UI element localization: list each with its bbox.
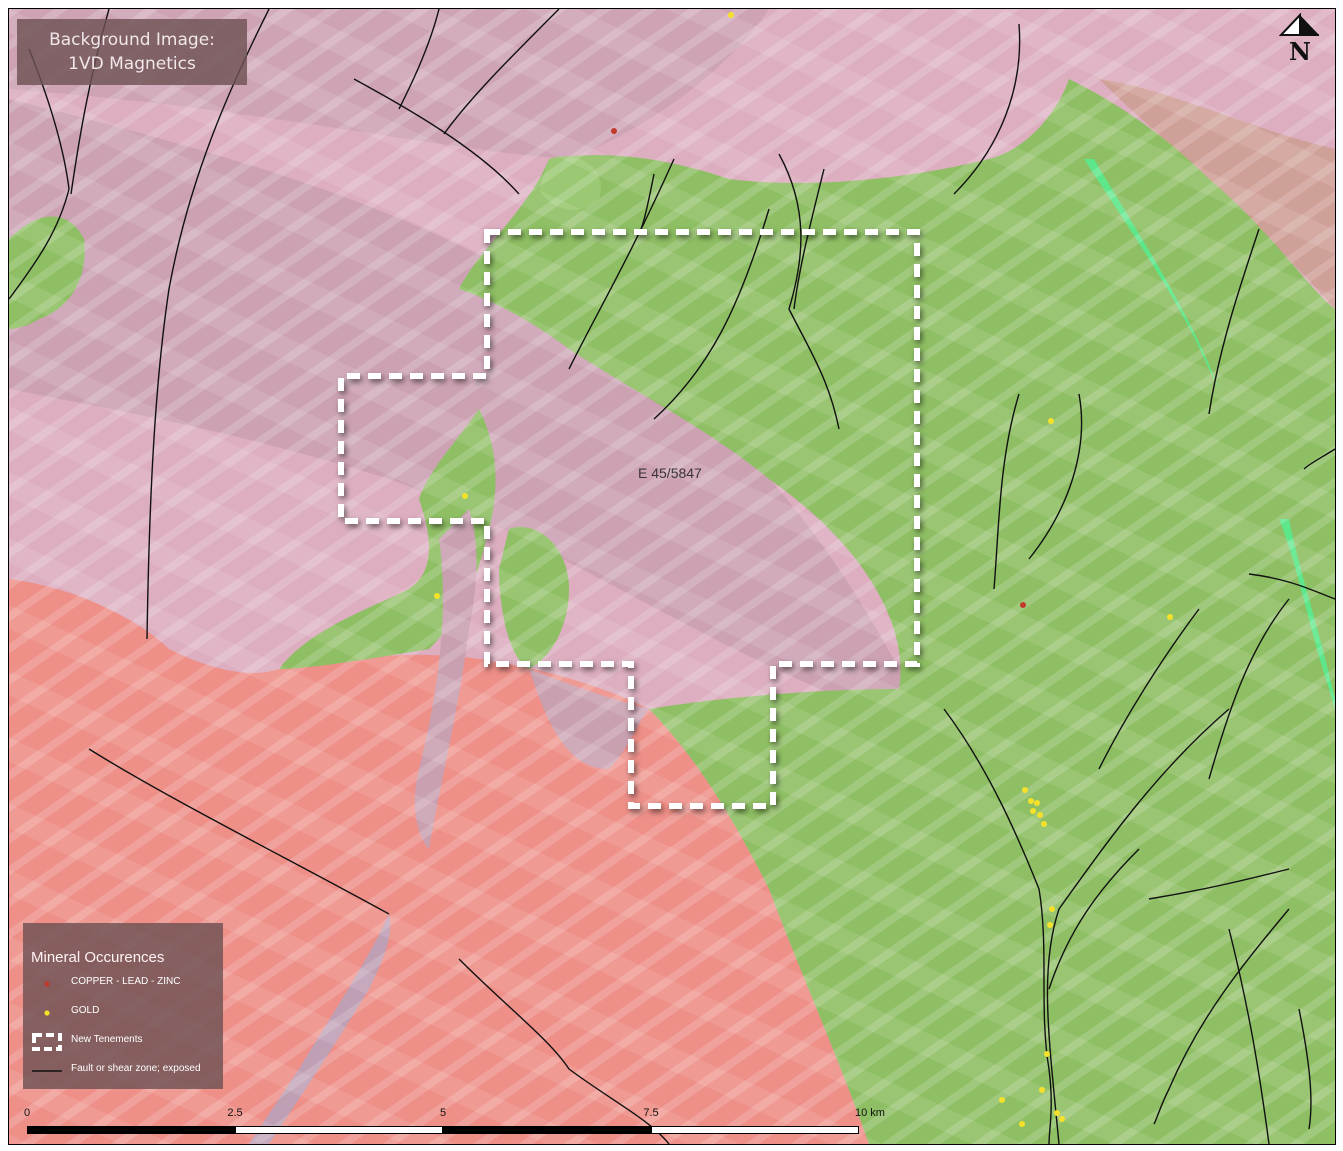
gold-occurrence	[1047, 922, 1053, 928]
gold-occurrence	[1059, 1116, 1065, 1122]
north-letter: N	[1289, 37, 1311, 66]
fault-line	[1208, 598, 1290, 780]
scale-segment	[443, 1126, 651, 1134]
legend-item-fault: Fault or shear zone; exposed	[31, 1062, 221, 1080]
fault-line	[653, 208, 770, 420]
legend-label: New Tenements	[71, 1034, 143, 1045]
background-label-line1: Background Image:	[49, 30, 215, 50]
gold-occurrence	[999, 1097, 1005, 1103]
fault-line	[88, 748, 390, 915]
fault-line	[1208, 228, 1260, 415]
fault-line	[1028, 393, 1083, 560]
gold-occurrence	[462, 493, 468, 499]
fault-line	[1303, 448, 1335, 470]
fault-line	[568, 158, 675, 370]
legend: Mineral Occurences COPPER - LEAD - ZINC …	[23, 923, 223, 1089]
gold-occurrence	[1044, 1051, 1050, 1057]
scale-segment	[651, 1126, 859, 1134]
gold-occurrence	[728, 12, 734, 18]
gold-occurrence	[1041, 821, 1047, 827]
copper-lead-zinc-occurrence	[1020, 602, 1026, 608]
fault-line	[1228, 928, 1270, 1144]
legend-label: COPPER - LEAD - ZINC	[71, 976, 181, 987]
tenement-boundary[interactable]	[338, 229, 920, 809]
gold-occurrences	[434, 12, 1173, 1127]
gold-occurrence	[1054, 1110, 1060, 1116]
scale-tick-label: 2.5	[227, 1107, 243, 1119]
fault-line	[1148, 868, 1290, 900]
gold-occurrence	[1039, 1087, 1045, 1093]
scale-segment	[235, 1126, 443, 1134]
legend-item-copper-lead-zinc: COPPER - LEAD - ZINC	[31, 975, 221, 993]
fault-line	[353, 78, 520, 195]
scale-tick-label: 0	[23, 1107, 31, 1119]
gold-occurrence	[1167, 614, 1173, 620]
legend-item-gold: GOLD	[31, 1004, 221, 1022]
gold-occurrence	[1030, 808, 1036, 814]
legend-label: Fault or shear zone; exposed	[71, 1063, 201, 1074]
yellow-dot-icon	[44, 1010, 50, 1016]
fault-line	[953, 23, 1021, 195]
gold-occurrence	[1037, 812, 1043, 818]
gold-occurrence	[1022, 787, 1028, 793]
fault-lines	[9, 9, 1335, 1144]
line-icon	[32, 1070, 62, 1072]
fault-line	[443, 9, 560, 135]
geology-map[interactable]	[9, 9, 1335, 1144]
legend-item-new-tenements: New Tenements	[31, 1033, 221, 1051]
fault-line	[1048, 848, 1140, 990]
red-dot-icon	[44, 981, 50, 987]
fault-line	[793, 168, 825, 310]
fault-line	[9, 48, 70, 300]
fault-line	[1298, 1008, 1312, 1130]
scale-bar: 0 2.5 5 7.5 10 km	[23, 1107, 905, 1143]
scale-tick-label: 7.5	[643, 1107, 659, 1119]
gold-occurrence	[1028, 798, 1034, 804]
tenement-label: E 45/5847	[638, 465, 702, 481]
legend-title: Mineral Occurences	[31, 949, 165, 966]
gold-occurrence	[1049, 906, 1055, 912]
fault-line	[1153, 908, 1290, 1125]
gold-occurrence	[1048, 418, 1054, 424]
fault-line	[1248, 573, 1335, 600]
magnetic-texture-2	[9, 9, 1335, 1144]
north-arrow: N	[1277, 12, 1323, 75]
gold-occurrence	[434, 593, 440, 599]
fault-line	[1098, 608, 1200, 770]
map-frame[interactable]: E 45/5847 Background Image: 1VD Magnetic…	[8, 8, 1336, 1145]
scale-tick-label: 5	[439, 1107, 447, 1119]
copper-lead-zinc-occurrences	[611, 128, 1026, 608]
fault-line	[146, 9, 270, 640]
fault-line	[1046, 708, 1230, 1144]
dashed-box-icon	[32, 1033, 62, 1051]
background-label-line2: 1VD Magnetics	[68, 54, 196, 74]
fault-line	[778, 153, 840, 430]
scale-tick-label: 10 km	[855, 1107, 885, 1119]
fault-line	[398, 9, 440, 110]
legend-label: GOLD	[71, 1005, 100, 1016]
scale-segment	[27, 1126, 235, 1134]
copper-lead-zinc-occurrence	[611, 128, 617, 134]
background-image-label: Background Image: 1VD Magnetics	[17, 19, 247, 85]
fault-line	[993, 393, 1020, 590]
fault-line	[458, 958, 670, 1144]
gold-occurrence	[1019, 1121, 1025, 1127]
gold-occurrence	[1034, 800, 1040, 806]
north-arrow-icon	[1278, 12, 1319, 36]
fault-line	[943, 708, 1052, 1144]
